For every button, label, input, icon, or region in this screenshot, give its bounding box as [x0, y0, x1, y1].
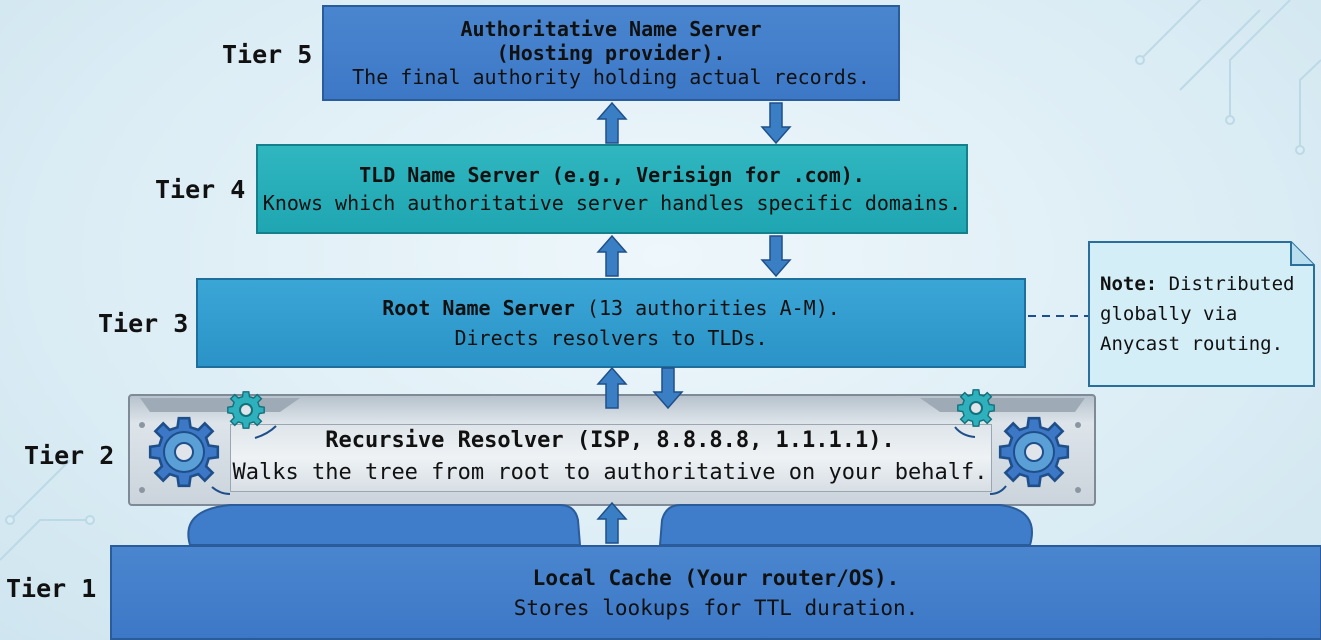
note-line-3: Anycast routing. [1100, 333, 1284, 355]
tier-5-label: Tier 5 [222, 40, 313, 69]
arrow-up-icon [597, 502, 627, 544]
note-line-1: Note: Distributed [1100, 269, 1294, 299]
note-line-2: globally via [1100, 303, 1238, 325]
tier-1-label: Tier 1 [6, 574, 97, 603]
arrow-down-icon [761, 235, 791, 277]
tier-4-description: Knows which authoritative server handles… [262, 191, 962, 215]
gear-icon [227, 391, 265, 429]
tier-2-title: Recursive Resolver (ISP, 8.8.8.8, 1.1.1.… [325, 428, 895, 453]
tier-2-label: Tier 2 [24, 441, 115, 470]
tier-4-tld-name-server: TLD Name Server (e.g., Verisign for .com… [256, 144, 968, 234]
tier-4-title: TLD Name Server (e.g., Verisign for .com… [359, 163, 865, 187]
tier-2-recursive-resolver: Recursive Resolver (ISP, 8.8.8.8, 1.1.1.… [230, 420, 990, 494]
gear-icon [957, 389, 995, 427]
arrow-down-icon [653, 367, 683, 409]
tier-5-title-line-1: Authoritative Name Server [460, 17, 762, 41]
gear-icon [148, 416, 220, 488]
tier-5-description: The final authority holding actual recor… [352, 65, 870, 89]
tier-3-title-row: Root Name Server (13 authorities A-M). [382, 293, 840, 323]
arrow-up-icon [597, 235, 627, 277]
anycast-note: Note: Distributed globally via Anycast r… [1088, 241, 1315, 387]
tier-2-description: Walks the tree from root to authoritativ… [232, 460, 988, 485]
arrow-up-icon [597, 367, 627, 409]
tier-1-title: Local Cache (Your router/OS). [532, 565, 900, 590]
gear-icon [998, 416, 1070, 488]
tier-4-label: Tier 4 [155, 175, 246, 204]
note-line-1-text: Distributed [1157, 273, 1295, 295]
tier-3-description: Directs resolvers to TLDs. [454, 326, 768, 350]
note-text: Note: Distributed globally via Anycast r… [1100, 269, 1294, 359]
note-bold-label: Note: [1100, 273, 1158, 295]
tier-3-title: Root Name Server [382, 296, 575, 320]
tier-5-title-line-2: (Hosting provider). [496, 41, 726, 65]
tier-1-local-cache: Local Cache (Your router/OS). Stores loo… [110, 545, 1321, 640]
tier-2-panel [230, 424, 992, 492]
arrow-up-icon [597, 102, 627, 144]
tier-3-title-suffix: (13 authorities A-M). [574, 296, 840, 320]
tier-3-label: Tier 3 [98, 309, 189, 338]
tier-5-authoritative-name-server: Authoritative Name Server (Hosting provi… [322, 5, 900, 101]
note-background [1088, 241, 1315, 387]
tier-3-root-name-server: Root Name Server (13 authorities A-M). D… [196, 278, 1026, 368]
tier-1-description: Stores lookups for TTL duration. [513, 595, 919, 620]
arrow-down-icon [761, 102, 791, 144]
